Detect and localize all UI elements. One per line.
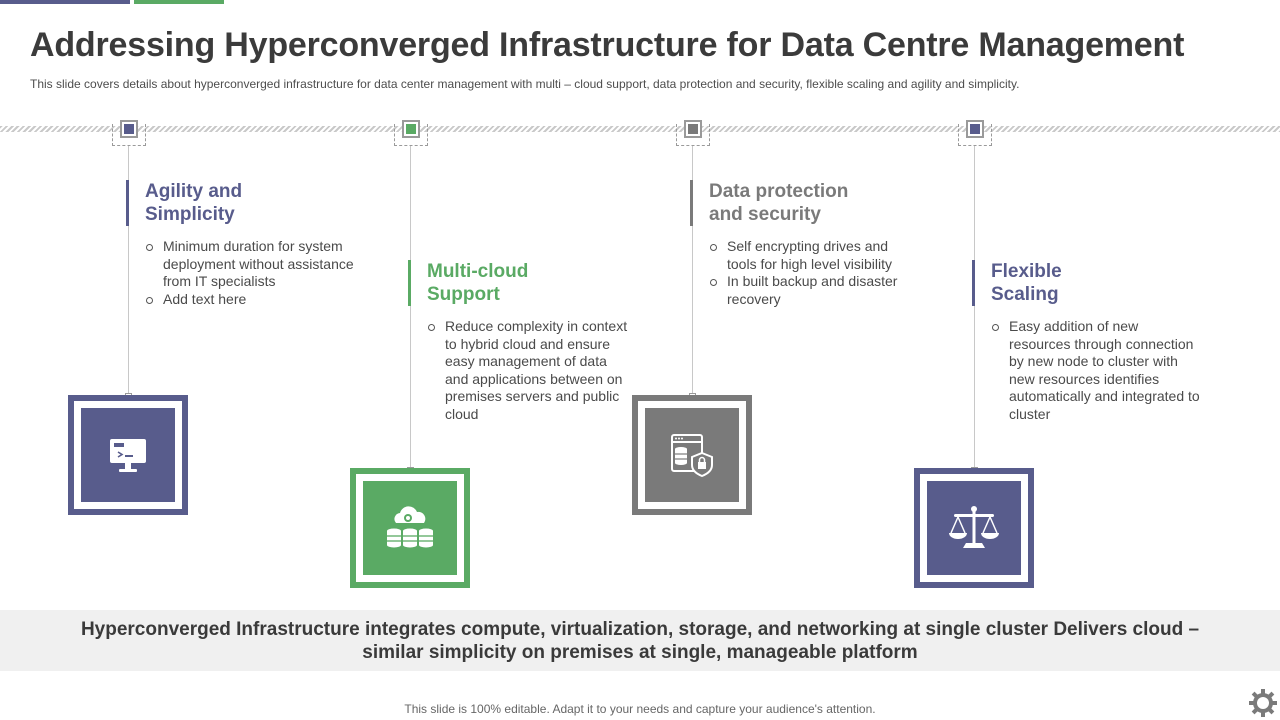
step-3-bullets: Self encrypting drives and tools for hig… [709, 238, 919, 308]
list-item: Easy addition of new resources through c… [991, 318, 1201, 424]
step-1-bullets: Minimum duration for system deployment w… [145, 238, 385, 308]
list-item: Self encrypting drives and tools for hig… [709, 238, 919, 273]
step-2-connector [410, 146, 411, 470]
step-4-bullets: Easy addition of new resources through c… [991, 318, 1201, 424]
step-1-icon-tile [68, 395, 188, 515]
step-4-icon-tile [914, 468, 1034, 588]
step-4-connector [974, 146, 975, 470]
accent-bar-green [134, 0, 224, 4]
summary-banner-text: Hyperconverged Infrastructure integrates… [80, 618, 1200, 663]
list-item: Minimum duration for system deployment w… [145, 238, 385, 291]
step-2-marker [394, 120, 428, 146]
timeline-hatch-line [0, 126, 1280, 132]
balance-scale-icon [949, 506, 999, 548]
list-item: Add text here [145, 291, 385, 309]
step-3-marker [676, 120, 710, 146]
list-item: Reduce complexity in context to hybrid c… [427, 318, 632, 424]
step-1-marker [112, 120, 146, 146]
footer-note: This slide is 100% editable. Adapt it to… [404, 702, 876, 716]
list-item: In built backup and disaster recovery [709, 273, 919, 308]
step-1-connector [128, 146, 129, 396]
step-2-heading: Multi-cloud Support [408, 260, 528, 306]
step-2-bullets: Reduce complexity in context to hybrid c… [427, 318, 632, 424]
accent-bar-purple [0, 0, 130, 4]
page-title: Addressing Hyperconverged Infrastructure… [30, 26, 1185, 64]
secure-database-icon [671, 434, 713, 478]
page-subtitle: This slide covers details about hypercon… [30, 77, 1020, 91]
step-1-heading: Agility and Simplicity [126, 180, 242, 226]
step-3-connector [692, 146, 693, 396]
step-2-icon-tile [350, 468, 470, 588]
summary-banner: Hyperconverged Infrastructure integrates… [0, 610, 1280, 671]
gear-icon[interactable] [1248, 688, 1278, 718]
step-4-heading: Flexible Scaling [972, 260, 1062, 306]
step-3-heading: Data protection and security [690, 180, 848, 226]
step-4-marker [958, 120, 992, 146]
monitor-code-icon [110, 439, 146, 472]
cloud-database-icon [387, 506, 433, 548]
step-3-icon-tile [632, 395, 752, 515]
